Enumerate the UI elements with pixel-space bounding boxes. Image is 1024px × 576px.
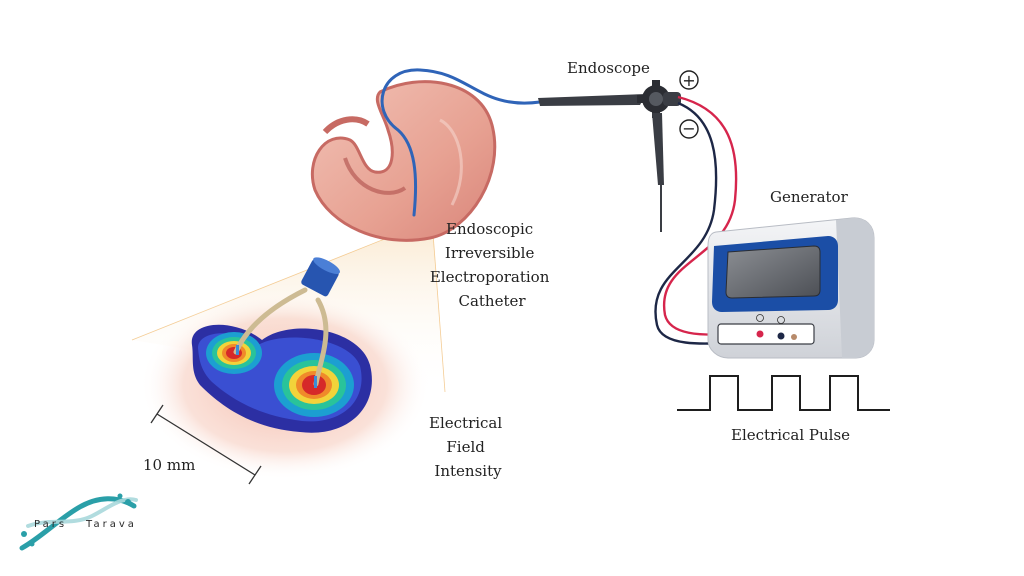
generator-device [707,217,875,359]
pulse-waveform [677,375,890,411]
catheter-tip [233,257,341,388]
field-intensity-map [140,290,430,480]
minus-sign: − [682,119,695,138]
catheter-label-line-1: Endoscopic [446,220,533,238]
scale-bar [150,404,262,485]
field-label-line-1: Electrical [429,414,502,432]
catheter-cable [380,68,542,217]
negative-terminal: − [679,119,699,139]
catheter-label-line-4: Catheter [458,292,526,310]
endoscope-device [538,80,681,232]
positive-terminal: + [679,70,699,90]
scale-label: 10 mm [143,456,195,474]
endoscope-label: Endoscope [567,59,650,77]
stomach [310,80,497,242]
pars-tarava-logo: Pars Tarava [19,493,138,551]
generator-label: Generator [770,188,849,206]
catheter-label-line-2: Irreversible [445,244,535,262]
catheter-label: Endoscopic Irreversible Electroporation … [430,220,554,310]
logo-word-2: Tarava [85,519,137,530]
field-label-line-2: Field [446,438,485,456]
positive-wire [662,95,738,336]
plus-sign: + [682,71,695,90]
negative-wire [654,101,741,345]
field-label: Electrical Field Intensity [429,414,507,480]
catheter-label-line-3: Electroporation [430,268,550,286]
field-label-line-3: Intensity [434,462,502,480]
logo-word-1: Pars [34,519,67,530]
pulse-label: Electrical Pulse [731,426,850,444]
